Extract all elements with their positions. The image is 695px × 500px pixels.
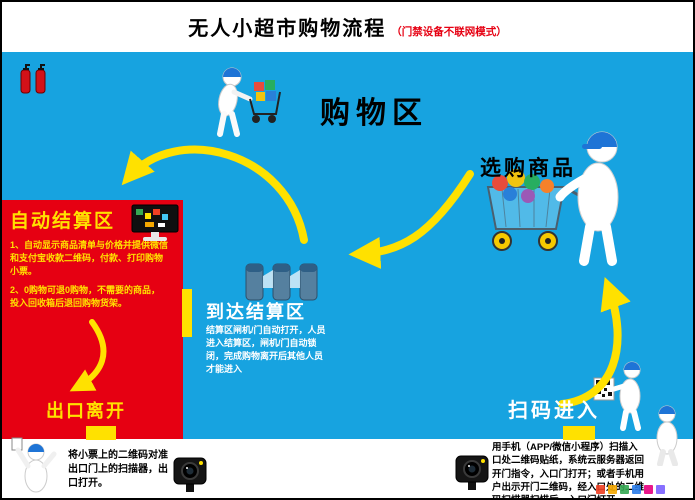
entrance-instructions: 用手机（APP/微信小程序）扫描入口处二维码贴纸，系统云服务器返回开门指令，入口… — [492, 442, 645, 498]
auto-checkout-note-1: 1、自动显示商品清单与价格并提供微信和支付宝收款二维码，付款、打印购物小票。 — [10, 240, 169, 277]
shopper-picking-goods-icon — [470, 117, 642, 269]
page-subtitle: （门禁设备不联网模式） — [391, 26, 507, 38]
shopper-with-cart-icon — [192, 62, 287, 147]
pick-goods-label: 选购商品 — [480, 157, 576, 180]
auto-checkout-zone: 自动结算区 1、自动显示商品清单与价格并提供微信和支付宝收款二维码，付款、打印购… — [2, 200, 183, 439]
shopping-area-label: 购物区 — [320, 97, 428, 130]
scan-enter-label: 扫码进入 — [508, 400, 600, 422]
entering-person-icon — [642, 404, 692, 467]
arrive-checkout-label: 到达结算区 — [206, 302, 306, 322]
pos-monitor-icon — [131, 204, 179, 246]
exit-instructions: 将小票上的二维码对准出口门上的扫描器，出口打开。 — [68, 450, 168, 489]
watermark-logo — [596, 485, 665, 494]
auto-checkout-note-2: 2、0购物可退0购物，不需要的商品，投入回收箱后退回购物货架。 — [10, 285, 161, 309]
exit-label: 出口离开 — [46, 401, 126, 421]
checkout-gate-marker — [182, 289, 192, 337]
turnstile-gate-icon — [242, 254, 322, 304]
entrance-door-marker — [563, 426, 595, 440]
arrive-checkout-desc: 结算区闸机/门自动打开，人员进入结算区，闸机/门自动锁闭，完成购物离开后其他人员… — [206, 325, 326, 375]
exit-scanner-icon — [172, 454, 208, 494]
exit-door-marker — [86, 426, 116, 440]
header: 无人小超市购物流程 （门禁设备不联网模式） — [2, 12, 693, 41]
person-with-receipt-icon — [10, 436, 66, 498]
page-title: 无人小超市购物流程 — [188, 18, 387, 40]
entrance-scanner-icon — [454, 452, 490, 492]
fire-extinguisher-icon — [16, 60, 52, 98]
auto-checkout-title: 自动结算区 — [10, 211, 116, 232]
